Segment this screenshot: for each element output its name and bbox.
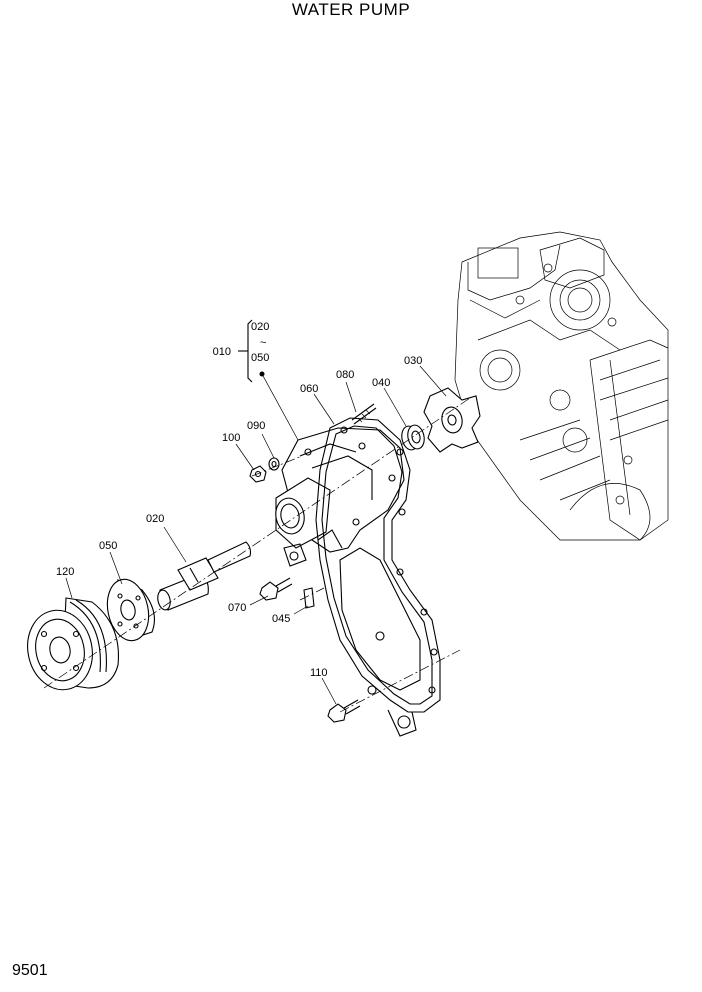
callout-group-tilde: ~ [260,337,266,349]
bolt-110-drawing [327,699,361,723]
callout-120: 120 [56,566,74,578]
callout-020: 020 [146,513,164,525]
washer-090-drawing [268,457,280,471]
callout-050: 050 [99,540,117,552]
callout-060: 060 [300,383,318,395]
hub-050-drawing [106,578,155,642]
seal-040-drawing [401,424,425,451]
page-title: WATER PUMP [291,0,411,19]
callout-110: 110 [310,667,328,679]
nut-100-drawing [249,465,267,483]
callout-045: 045 [272,613,290,625]
group-bracket-010 [238,319,299,441]
stud-axis-line [251,455,303,477]
callout-030: 030 [404,355,422,367]
assembly-axis-line [43,397,471,689]
impeller-030-drawing [423,387,481,453]
page-number: 9501 [12,962,48,979]
stud-080-drawing [351,403,377,425]
bolt-110-axis-line [339,649,461,713]
gasket-060-drawing [315,417,441,737]
callout-100: 100 [222,432,240,444]
bolt-070-drawing [259,577,293,601]
callout-group-050: 050 [251,352,269,364]
callout-040: 040 [372,377,390,389]
callout-080: 080 [336,369,354,381]
engine-block-drawing [454,231,669,541]
leader-lines [65,365,447,705]
shaft-bearing-020-drawing [157,541,252,611]
pump-body-010-drawing [275,427,405,567]
pin-045-drawing [303,587,315,609]
callout-070: 070 [228,602,246,614]
callout-group-020: 020 [251,321,269,333]
callout-010: 010 [213,346,231,358]
pulley-120-drawing [27,597,120,691]
bolt-070-axis-line [299,587,325,601]
callout-090: 090 [247,420,265,432]
